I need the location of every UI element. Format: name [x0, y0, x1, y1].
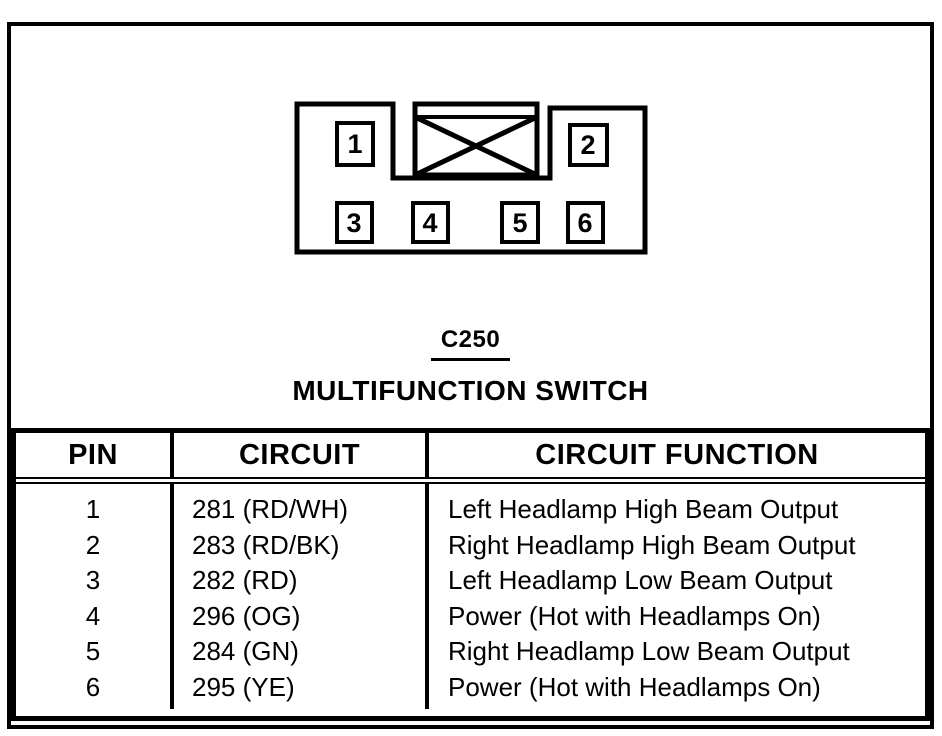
circuit-function-cell: Right Headlamp High Beam Output [448, 529, 856, 560]
connector-id: C250 [11, 326, 930, 361]
pin-5-label: 5 [512, 208, 527, 238]
pinout-table-body: 1 2 3 4 5 6 281 (RD/WH) 283 (RD/BK) 282 … [16, 484, 925, 709]
col-header-circuit: CIRCUIT [170, 433, 425, 477]
pin-3-label: 3 [346, 208, 361, 238]
pin-5-cavity: 5 [500, 201, 540, 244]
connector-title: MULTIFUNCTION SWITCH [292, 375, 649, 406]
pin-6-label: 6 [577, 208, 592, 238]
pin-cell: 4 [85, 600, 101, 631]
circuit-cell: 295 (YE) [192, 671, 295, 702]
circuit-cell: 281 (RD/WH) [192, 494, 349, 524]
pin-4-label: 4 [422, 208, 437, 238]
pin-cell: 2 [85, 529, 101, 560]
pin-2-cavity: 2 [568, 123, 609, 167]
pin-4-cavity: 4 [411, 201, 450, 244]
circuit-function-cell: Power (Hot with Headlamps On) [448, 671, 821, 702]
pin-cell: 6 [85, 671, 101, 702]
connector-diagram: 1 2 3 4 5 6 [294, 101, 648, 255]
circuit-function-column: Left Headlamp High Beam Output Right Hea… [425, 484, 925, 709]
circuit-function-cell: Right Headlamp Low Beam Output [448, 636, 850, 666]
circuit-cell: 284 (GN) [192, 636, 299, 666]
pin-6-cavity: 6 [566, 201, 605, 244]
col-header-circuit-function: CIRCUIT FUNCTION [425, 433, 925, 477]
pin-column: 1 2 3 4 5 6 [16, 484, 170, 709]
pin-cell: 5 [85, 636, 101, 666]
pin-cell: 1 [85, 494, 101, 524]
circuit-cell: 296 (OG) [192, 600, 301, 631]
pin-1-label: 1 [347, 129, 362, 159]
col-header-pin: PIN [68, 438, 118, 471]
circuit-column: 281 (RD/WH) 283 (RD/BK) 282 (RD) 296 (OG… [170, 484, 425, 709]
pin-cell: 3 [85, 565, 101, 595]
figure-frame: 1 2 3 4 5 6 C250 [7, 22, 934, 729]
circuit-cell: 282 (RD) [192, 565, 298, 595]
pin-2-label: 2 [580, 130, 595, 160]
connector-id-text: C250 [430, 326, 511, 361]
circuit-function-cell: Left Headlamp High Beam Output [448, 494, 839, 524]
pin-3-cavity: 3 [335, 201, 374, 244]
circuit-function-cell: Left Headlamp Low Beam Output [448, 565, 833, 595]
connector-outline [294, 101, 648, 255]
circuit-cell: 283 (RD/BK) [192, 529, 340, 560]
pinout-table: PIN CIRCUIT CIRCUIT FUNCTION 1 2 3 4 5 6… [11, 428, 930, 721]
keyway-box [412, 101, 540, 178]
pinout-table-header: PIN CIRCUIT CIRCUIT FUNCTION [16, 433, 925, 484]
circuit-function-cell: Power (Hot with Headlamps On) [448, 600, 821, 631]
pin-1-cavity: 1 [335, 121, 375, 167]
